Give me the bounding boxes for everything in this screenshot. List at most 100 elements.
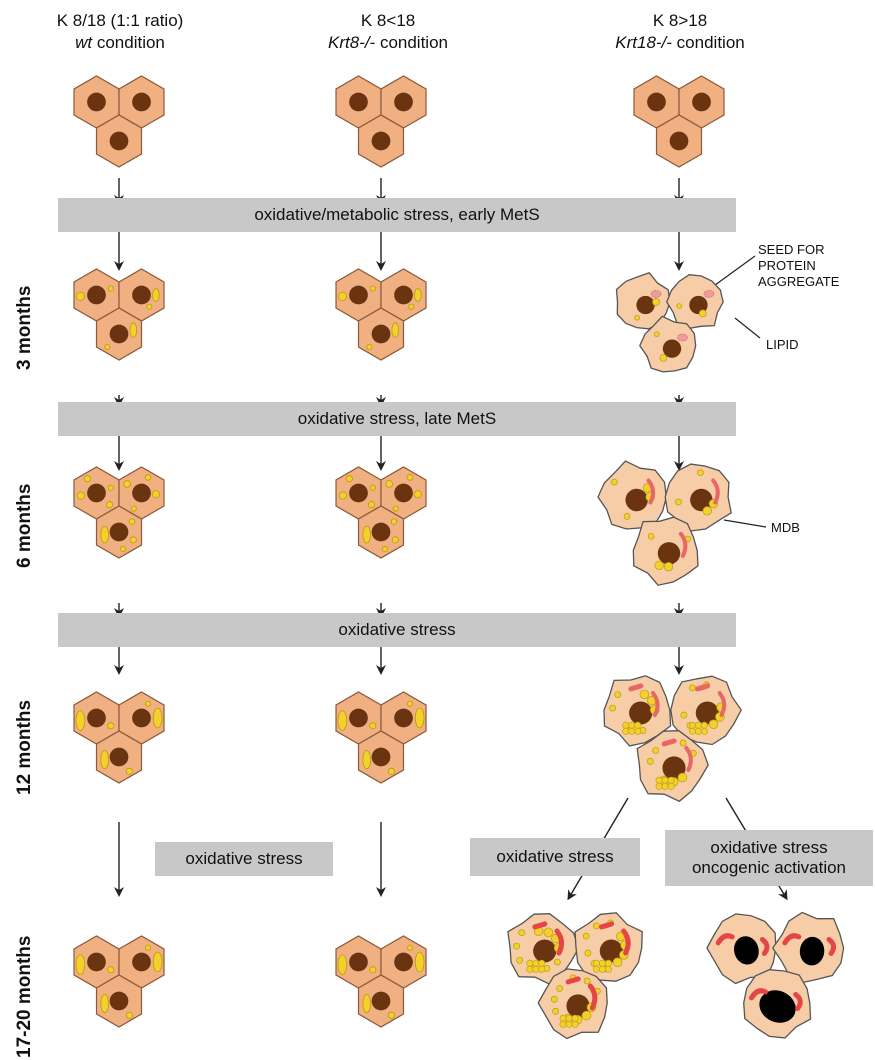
callout-mdb: MDB xyxy=(771,520,800,536)
protein-aggregate-seed xyxy=(678,334,688,341)
lipid-droplet xyxy=(129,519,135,525)
lipid-droplet xyxy=(611,479,617,485)
lipid-droplet xyxy=(656,783,662,789)
lipid-droplet xyxy=(131,506,136,511)
lipid-droplet xyxy=(605,960,611,966)
hepatocyte-cluster xyxy=(336,269,426,360)
lipid-droplet xyxy=(338,711,347,731)
hepatocyte-cluster xyxy=(74,692,164,783)
lipid-droplet xyxy=(664,562,673,571)
stress-bar-late-mets: oxidative stress, late MetS xyxy=(58,402,736,436)
lipid-droplet xyxy=(120,546,125,551)
lipid-droplet xyxy=(77,492,84,499)
lipid-droplet xyxy=(584,978,590,984)
lipid-droplet xyxy=(106,502,112,508)
hepatocyte-cluster xyxy=(74,269,164,360)
nucleus xyxy=(670,132,689,151)
lipid-droplet xyxy=(572,1021,578,1027)
lipid-droplet xyxy=(689,685,695,691)
lipid-droplet xyxy=(677,304,682,309)
lipid-droplet xyxy=(126,768,132,774)
lipid-droplet xyxy=(124,481,131,488)
stress-bar-early-mets: oxidative/metabolic stress, early MetS xyxy=(58,198,736,232)
lipid-droplet xyxy=(370,967,376,973)
lipid-droplet xyxy=(527,960,533,966)
nucleus xyxy=(372,325,391,344)
lipid-droplet xyxy=(662,777,668,783)
lipid-droplet xyxy=(415,952,424,972)
lipid-droplet xyxy=(654,332,659,337)
lipid-droplet xyxy=(386,481,393,488)
nucleus xyxy=(636,296,654,314)
mallory-denk-body xyxy=(535,924,545,927)
lipid-droplet xyxy=(668,777,674,783)
lipid-droplet xyxy=(566,1021,572,1027)
lipid-droplet xyxy=(414,491,421,498)
lipid-droplet xyxy=(640,690,649,699)
lipid-droplet xyxy=(554,959,560,965)
lipid-droplet xyxy=(415,708,424,728)
lipid-droplet xyxy=(653,298,660,305)
lipid-droplet xyxy=(527,966,533,972)
hepatocyte-cluster-swollen xyxy=(598,461,731,585)
nucleus xyxy=(625,489,647,511)
nucleus xyxy=(110,132,129,151)
lipid-droplet xyxy=(647,758,653,764)
hepatocyte-cluster xyxy=(74,76,164,167)
nucleus xyxy=(349,953,368,972)
lipid-droplet xyxy=(703,507,712,516)
nucleus xyxy=(372,523,391,542)
stress-bar-oxidative: oxidative stress xyxy=(58,613,736,647)
lipid-droplet xyxy=(533,960,539,966)
lipid-droplet xyxy=(623,722,629,728)
hepatocyte-cluster xyxy=(336,936,426,1027)
hepatocyte-cluster xyxy=(336,76,426,167)
lipid-droplet xyxy=(108,967,114,973)
lipid-droplet xyxy=(689,728,695,734)
lipid-droplet xyxy=(101,526,109,543)
lipid-droplet xyxy=(533,966,539,972)
lipid-droplet xyxy=(409,304,414,309)
lipid-droplet xyxy=(519,930,525,936)
lipid-droplet xyxy=(560,1015,566,1021)
lipid-droplet xyxy=(662,783,668,789)
nucleus xyxy=(132,484,151,503)
lipid-droplet xyxy=(514,943,520,949)
nucleus xyxy=(647,93,666,112)
nucleus xyxy=(132,93,151,112)
lipid-droplet xyxy=(539,966,545,972)
bar-line-2: oncogenic activation xyxy=(692,858,846,878)
nucleus xyxy=(87,93,106,112)
bar-line-1: oxidative stress xyxy=(710,838,827,858)
nucleus xyxy=(110,992,129,1011)
nucleus xyxy=(132,953,151,972)
lipid-droplet xyxy=(153,708,162,728)
lipid-droplet xyxy=(701,722,707,728)
mallory-denk-body xyxy=(631,686,641,689)
lipid-droplet xyxy=(582,1011,591,1020)
stress-bar-oxidative-krt8: oxidative stress xyxy=(155,842,333,876)
lipid-droplet xyxy=(629,722,635,728)
lipid-droplet xyxy=(407,701,412,706)
lipid-droplet xyxy=(392,537,398,543)
nucleus xyxy=(87,484,106,503)
lipid-droplet xyxy=(368,502,374,508)
lipid-droplet xyxy=(388,1012,394,1018)
lipid-droplet xyxy=(566,1015,572,1021)
lipid-droplet xyxy=(629,728,635,734)
nucleus xyxy=(372,748,391,767)
lipid-droplet xyxy=(653,747,659,753)
lipid-droplet xyxy=(676,499,682,505)
hepatocyte-cluster xyxy=(74,467,164,558)
lipid-droplet xyxy=(623,728,629,734)
lipid-droplet xyxy=(557,985,563,991)
nucleus xyxy=(110,325,129,344)
lipid-droplet xyxy=(551,996,557,1002)
lipid-droplet xyxy=(635,728,641,734)
lipid-droplet xyxy=(145,475,151,481)
nucleus xyxy=(87,953,106,972)
lipid-droplet xyxy=(699,310,706,317)
lipid-droplet xyxy=(615,692,621,698)
lipid-droplet xyxy=(648,533,654,539)
